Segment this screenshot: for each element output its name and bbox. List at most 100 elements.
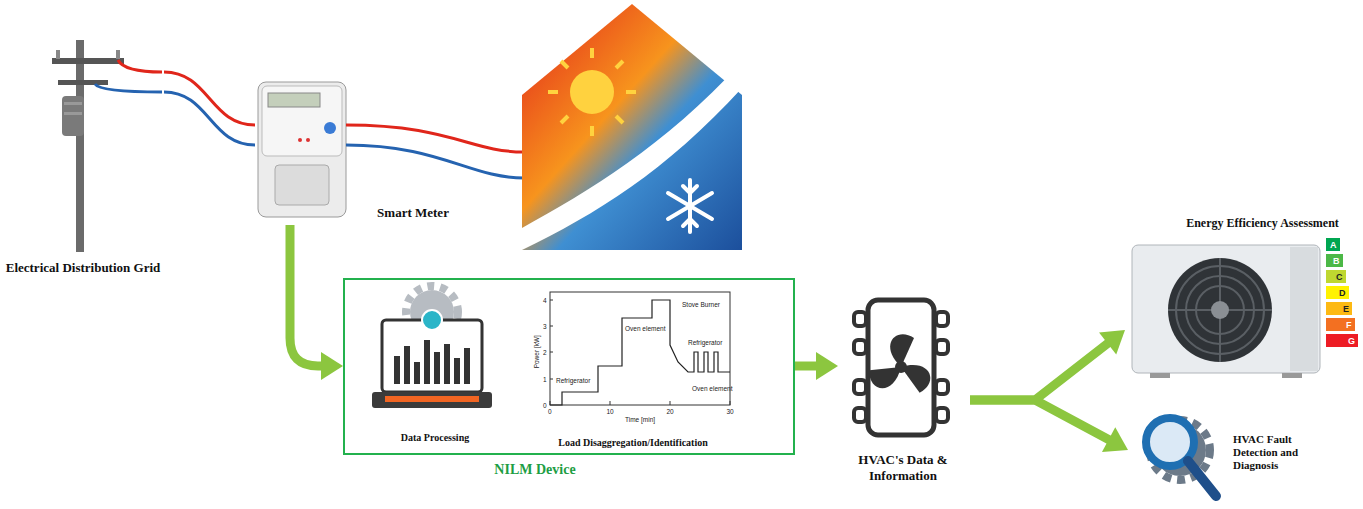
energy-rating-bars bbox=[1326, 238, 1358, 347]
house-icon-part-part bbox=[626, 90, 636, 94]
blue-wire bbox=[164, 92, 255, 145]
house-icon-part bbox=[570, 70, 614, 114]
tick-label: 1 bbox=[543, 376, 547, 383]
energy-rating-bars-part bbox=[1326, 270, 1346, 283]
energy-rating-bars-part bbox=[1326, 238, 1340, 251]
data-processing-icon-part-part bbox=[424, 340, 430, 384]
house-icon-part-part bbox=[668, 193, 712, 219]
house-icon bbox=[522, 4, 742, 250]
house-icon-part bbox=[522, 62, 742, 250]
nilm-box: NILM DeviceData ProcessingLoad Disaggreg… bbox=[343, 278, 795, 455]
load-graph-part-part bbox=[730, 401, 731, 405]
energy-rating-bars-part bbox=[1326, 334, 1358, 347]
utility-pole-part bbox=[76, 40, 84, 252]
data-processing-icon-part bbox=[372, 392, 492, 408]
smart-meter-part bbox=[262, 86, 342, 156]
data-processing-icon-part bbox=[394, 340, 470, 384]
hvac-icon-part-part bbox=[854, 408, 866, 422]
processing-node: Data Processing bbox=[360, 288, 512, 448]
ac-unit-part bbox=[1290, 247, 1318, 371]
arrow-head bbox=[816, 352, 838, 380]
energy-rating-bars-part bbox=[1326, 302, 1352, 315]
curve-label: Refrigerator bbox=[688, 339, 722, 346]
curve-label: Oven element bbox=[625, 325, 665, 332]
utility-pole bbox=[52, 40, 162, 252]
hvac-icon-part-part bbox=[854, 340, 866, 354]
hvac-data-node: HVAC's Data & Information bbox=[838, 290, 970, 500]
house-icon-part-part bbox=[616, 116, 623, 123]
data-processing-icon-part bbox=[422, 310, 442, 330]
smart-meter-part bbox=[306, 138, 310, 142]
flow-arrow bbox=[795, 362, 818, 371]
arrow-head bbox=[321, 352, 343, 380]
curve-label: Oven element bbox=[692, 385, 732, 392]
energy-rating-bars-part bbox=[1326, 254, 1343, 267]
hvac-icon-part-part bbox=[936, 312, 948, 326]
flow-arrow bbox=[970, 400, 1110, 441]
load-graph-part-part bbox=[550, 379, 553, 380]
tick-label: 2 bbox=[543, 349, 547, 356]
house-icon-part-part bbox=[590, 126, 594, 136]
ac-unit-part bbox=[1282, 373, 1302, 378]
rating-letter: C bbox=[1336, 272, 1343, 282]
rating-letter: E bbox=[1343, 304, 1349, 314]
fault-node: HVAC Fault Detection and Diagnosis bbox=[1128, 403, 1315, 507]
tick-label: 3 bbox=[543, 323, 547, 330]
tick-label: 30 bbox=[727, 408, 734, 415]
utility-pole-part bbox=[116, 50, 120, 59]
hvac-icon-part-part bbox=[895, 361, 907, 373]
node-label: HVAC's Data & Information bbox=[838, 452, 968, 483]
flow-arrow bbox=[290, 225, 323, 366]
ac-unit-part bbox=[1168, 258, 1272, 362]
hvac-icon-part bbox=[866, 334, 935, 394]
data-processing-icon bbox=[372, 286, 492, 408]
house-icon-part-part bbox=[690, 186, 697, 193]
node-label: HVAC Fault Detection and Diagnosis bbox=[1233, 433, 1313, 473]
curve-label: Stove Burner bbox=[682, 301, 720, 308]
house-icon-part-part bbox=[690, 219, 697, 226]
utility-pole-part bbox=[118, 60, 162, 72]
load-graph-part-part bbox=[550, 352, 553, 353]
hvac-icon-part bbox=[868, 300, 934, 435]
load-graph-part-part bbox=[550, 300, 553, 301]
data-processing-icon-part-part bbox=[394, 356, 400, 384]
hvac-icon-part-part bbox=[936, 408, 948, 422]
hvac-icon-part bbox=[854, 312, 948, 422]
efficiency-node: Energy Efficiency Assessment bbox=[1125, 215, 1362, 380]
utility-pole-part bbox=[58, 80, 108, 85]
utility-pole-part bbox=[62, 96, 84, 136]
hvac-icon-part-part bbox=[854, 380, 866, 394]
ac-unit-part bbox=[1132, 245, 1320, 373]
tick-label: 0 bbox=[548, 408, 552, 415]
flow-arrow bbox=[970, 342, 1109, 400]
energy-rating-bars-part bbox=[1326, 286, 1349, 299]
hvac-icon-part-part bbox=[936, 380, 948, 394]
meter-node: Smart Meter bbox=[255, 80, 461, 225]
tick-label: 20 bbox=[667, 408, 674, 415]
ac-unit-part bbox=[1150, 373, 1170, 378]
load-graph-part-part bbox=[610, 401, 611, 405]
curve-label: Refrigerator bbox=[556, 377, 590, 384]
house-icon-part-part bbox=[590, 48, 594, 58]
node-label: Energy Efficiency Assessment bbox=[1165, 216, 1360, 230]
node-label: Load Disaggregation/Identification bbox=[523, 437, 743, 449]
rating-letter: D bbox=[1339, 288, 1346, 298]
utility-pole-part bbox=[56, 50, 60, 59]
hvac-icon-part-part bbox=[895, 358, 935, 395]
house-icon-part-part bbox=[548, 90, 558, 94]
hvac-icon bbox=[854, 300, 948, 435]
tick-label: 10 bbox=[607, 408, 614, 415]
utility-pole-part bbox=[64, 102, 82, 105]
tick-label: 4 bbox=[543, 297, 547, 304]
arrow-head bbox=[1102, 427, 1128, 452]
smart-meter-part bbox=[298, 138, 302, 142]
grid-node: Electrical Distribution Grid bbox=[4, 38, 164, 300]
data-processing-icon-part-part bbox=[464, 348, 470, 384]
axis-title: Time [min] bbox=[625, 416, 655, 423]
axis-title: Power [kW] bbox=[532, 335, 539, 368]
node-label: NILM Device bbox=[463, 462, 607, 479]
house-icon-part bbox=[548, 48, 636, 136]
